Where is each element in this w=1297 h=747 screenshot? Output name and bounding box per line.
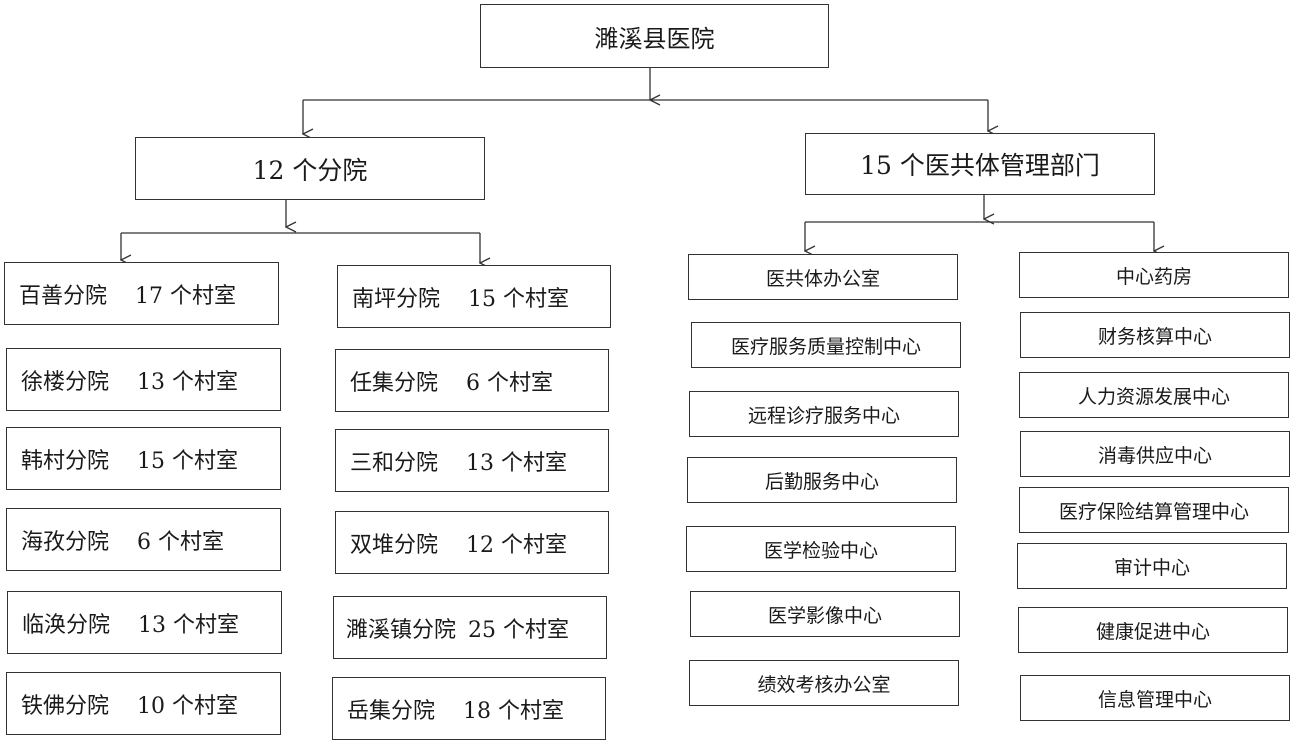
branch-name: 铁佛分院 [21,693,110,719]
department-node: 健康促进中心 [1018,607,1288,653]
branch-name: 岳集分院 [347,698,436,724]
branch-node: 韩村分院 15 个村室 [6,427,281,490]
branch-node: 铁佛分院 10 个村室 [6,672,281,735]
department-node: 绩效考核办公室 [689,660,959,706]
department-label: 信息管理中心 [1097,688,1212,711]
branch-village-count: 13 个村室 [466,450,568,476]
branch-node: 南坪分院 15 个村室 [337,265,611,328]
branch-village-count: 10 个村室 [137,693,239,719]
department-node: 后勤服务中心 [687,457,957,503]
branch-village-count: 13 个村室 [137,369,239,395]
branch-node: 百善分院 17 个村室 [4,262,279,325]
branch-village-count: 6 个村室 [137,529,225,555]
branches-group-node: 12 个分院 [135,137,485,200]
branch-node: 徐楼分院 13 个村室 [6,348,281,411]
branch-village-count: 6 个村室 [466,370,554,396]
department-node: 信息管理中心 [1020,675,1290,721]
department-label: 医疗保险结算管理中心 [1058,500,1249,523]
department-node: 医疗服务质量控制中心 [691,322,961,368]
branch-node: 海孜分院 6 个村室 [6,508,281,571]
root-label: 濉溪县医院 [594,24,715,53]
department-node: 医共体办公室 [688,254,958,300]
branch-name: 濉溪镇分院 [346,617,457,643]
department-label: 健康促进中心 [1095,620,1210,643]
department-node: 财务核算中心 [1020,312,1290,358]
department-label: 远程诊疗服务中心 [747,404,900,427]
branch-node: 双堆分院 12 个村室 [335,511,609,574]
department-node: 人力资源发展中心 [1019,372,1289,418]
department-label: 审计中心 [1113,556,1190,579]
branch-name: 临涣分院 [22,612,111,638]
department-label: 中心药房 [1115,265,1192,288]
branch-village-count: 13 个村室 [138,612,240,638]
department-node: 医学影像中心 [690,591,960,637]
root-node: 濉溪县医院 [480,4,829,68]
branch-node: 濉溪镇分院 25 个村室 [333,596,607,659]
departments-group-node: 15 个医共体管理部门 [805,133,1155,195]
department-label: 消毒供应中心 [1097,444,1212,467]
branch-name: 海孜分院 [21,529,110,555]
department-node: 医学检验中心 [686,526,956,572]
branches-group-label: 12 个分院 [252,155,368,185]
department-node: 中心药房 [1019,252,1289,298]
branch-village-count: 25 个村室 [468,617,570,643]
branch-village-count: 18 个村室 [463,698,565,724]
branch-name: 徐楼分院 [21,369,110,395]
department-label: 后勤服务中心 [764,470,879,493]
branch-name: 三和分院 [350,450,439,476]
branch-name: 南坪分院 [352,286,441,312]
department-label: 人力资源发展中心 [1077,385,1230,408]
department-node: 远程诊疗服务中心 [689,391,959,437]
branch-node: 临涣分院 13 个村室 [7,591,282,654]
branch-node: 任集分院 6 个村室 [335,349,609,412]
branch-name: 任集分院 [350,370,439,396]
department-label: 医共体办公室 [765,267,880,290]
branch-village-count: 12 个村室 [466,532,568,558]
branch-name: 韩村分院 [21,448,110,474]
department-node: 消毒供应中心 [1020,431,1290,477]
department-label: 医学检验中心 [763,539,878,562]
department-label: 财务核算中心 [1097,325,1212,348]
department-node: 医疗保险结算管理中心 [1019,487,1289,533]
branch-name: 百善分院 [19,283,108,309]
branch-village-count: 15 个村室 [137,448,239,474]
branch-node: 岳集分院 18 个村室 [332,677,606,740]
department-label: 医疗服务质量控制中心 [730,335,921,358]
branch-node: 三和分院 13 个村室 [335,429,609,492]
department-node: 审计中心 [1017,543,1287,589]
branch-village-count: 15 个村室 [468,286,570,312]
branch-village-count: 17 个村室 [135,283,237,309]
department-label: 绩效考核办公室 [757,673,891,696]
department-label: 医学影像中心 [767,604,882,627]
branch-name: 双堆分院 [350,532,439,558]
departments-group-label: 15 个医共体管理部门 [860,151,1100,180]
